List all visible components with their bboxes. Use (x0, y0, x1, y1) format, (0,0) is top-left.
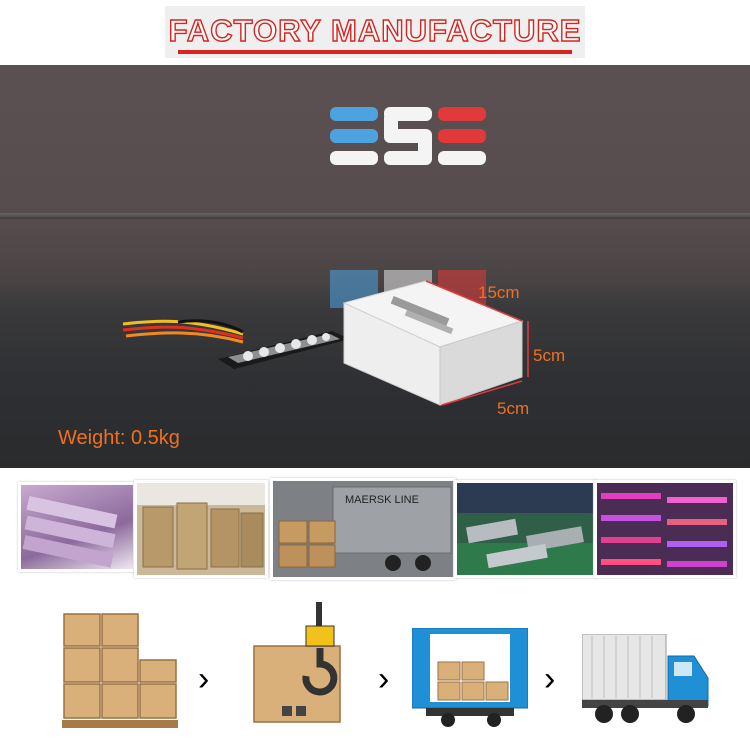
stacked-boxes-icon (62, 613, 178, 728)
height-label: 5cm (533, 346, 566, 365)
assembly-line-photo (454, 480, 596, 578)
page-title: FACTORY MANUFACTURE (168, 12, 582, 48)
light-testing-photo (594, 480, 736, 578)
container-text: MAERSK LINE (345, 494, 419, 506)
shipping-process: › › › (0, 598, 750, 738)
factory-gallery: MAERSK LINE (18, 478, 736, 580)
warehouse-cartons-photo (134, 480, 268, 578)
wires-icon (122, 319, 244, 344)
step-separator-3: › (544, 660, 556, 698)
desk-edge (0, 213, 750, 219)
weight-label: Weight: 0.5kg (58, 427, 180, 449)
title-panel: FACTORY MANUFACTURE (165, 6, 585, 58)
step-separator-1: › (198, 660, 210, 698)
container-loading-photo: MAERSK LINE (270, 478, 456, 580)
brand-logo-icon (330, 107, 486, 165)
product-photo: 15cm 5cm 5cm Weight: 0.5kg (0, 65, 750, 468)
crane-hook-box-icon (253, 602, 341, 723)
width-label: 5cm (497, 399, 530, 418)
led-light-head-icon (218, 331, 350, 369)
loaded-truck-icon (412, 628, 528, 727)
step-separator-2: › (378, 660, 390, 698)
boxed-products-photo (18, 482, 136, 572)
length-label: 15cm (478, 283, 520, 302)
header-banner: FACTORY MANUFACTURE (0, 0, 750, 62)
delivery-truck-icon (582, 634, 709, 723)
product-box-icon (342, 280, 529, 406)
title-underline (178, 50, 572, 54)
